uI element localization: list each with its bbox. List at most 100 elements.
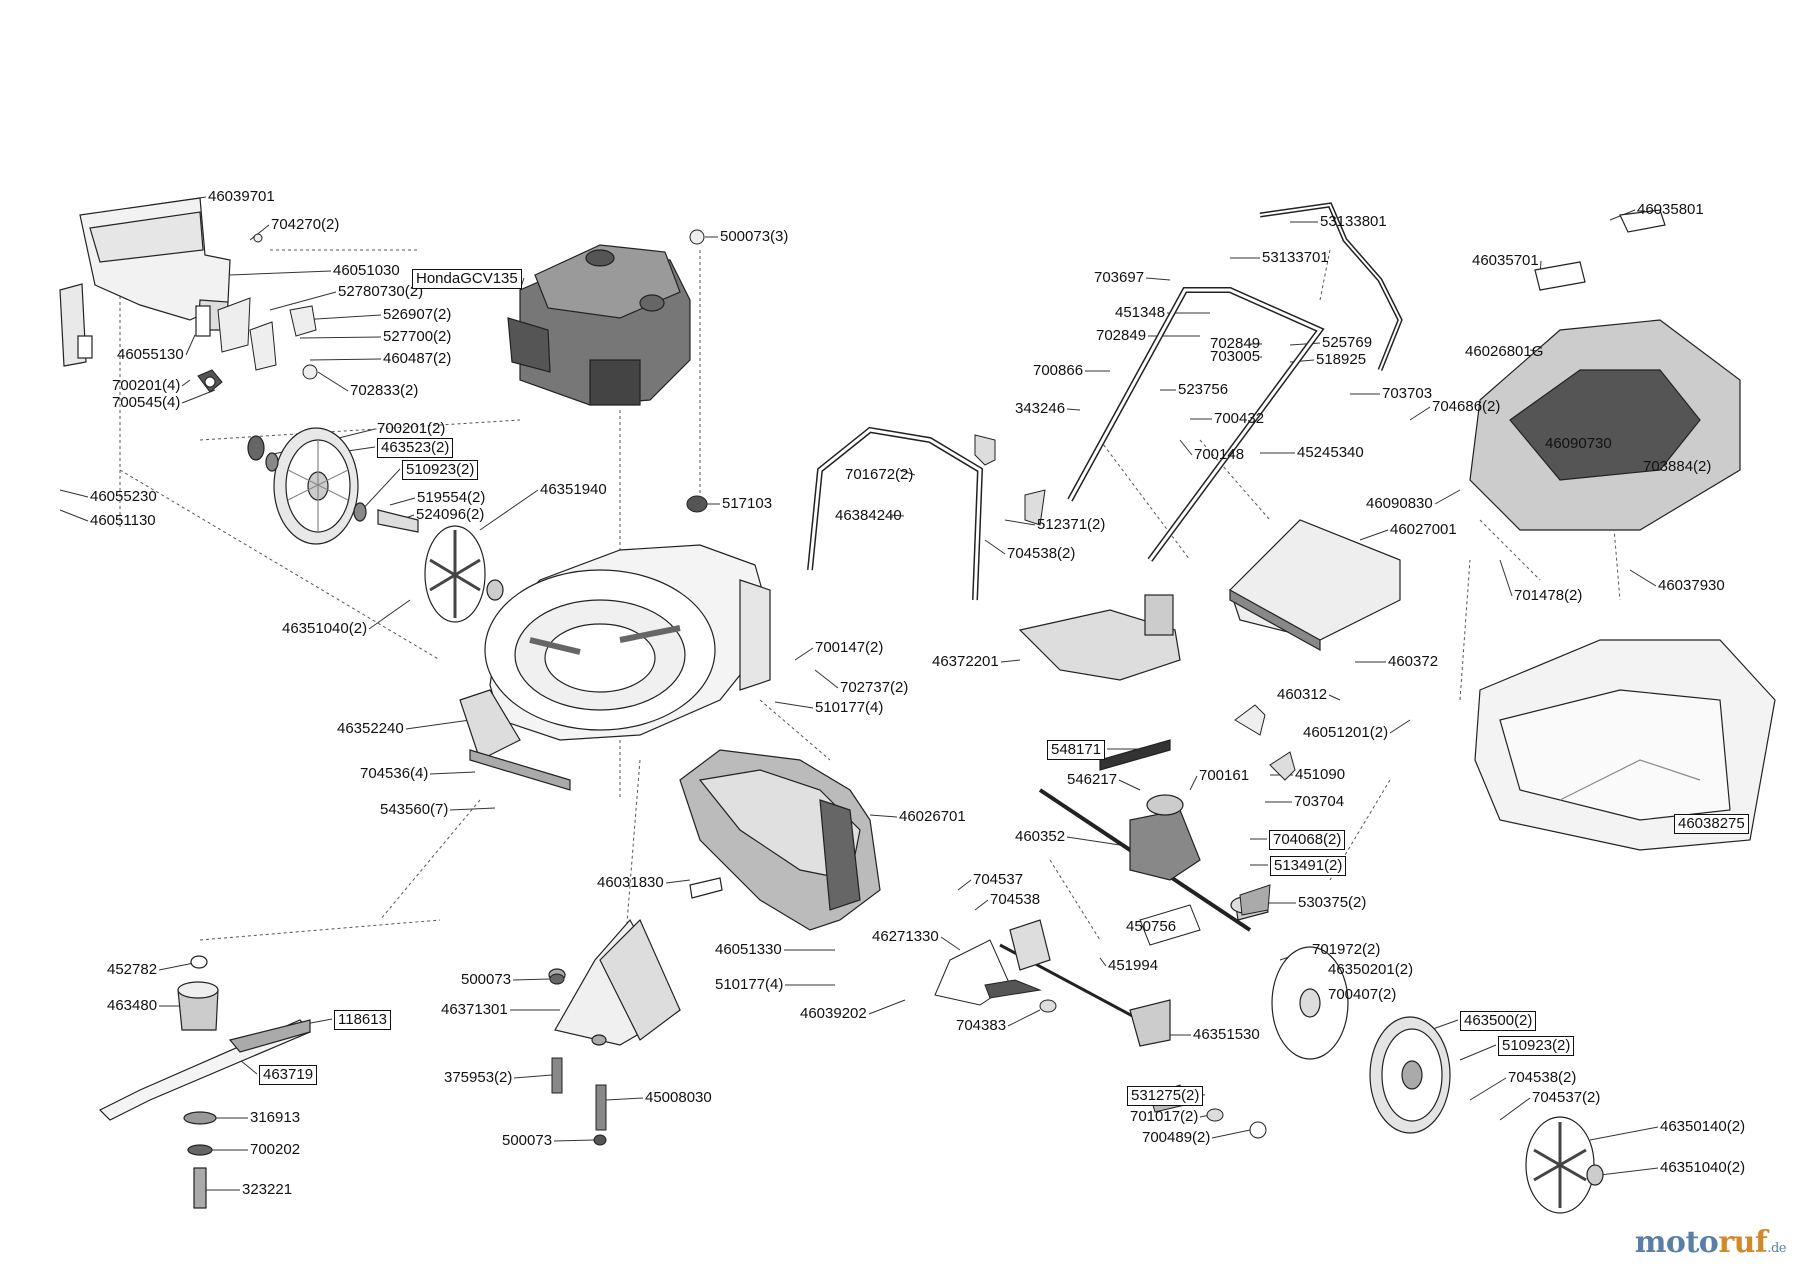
- clip-parts: [197, 233, 318, 393]
- part-label-510923-2a: 510923(2): [402, 460, 479, 480]
- part-label-46055230: 46055230: [90, 488, 157, 505]
- leader-line: [899, 469, 916, 476]
- part-label-450756: 450756: [1126, 918, 1177, 935]
- assembly-dash-line: [1099, 439, 1191, 561]
- part-label-526907-2: 526907(2): [383, 306, 452, 323]
- part-label-700202: 700202: [250, 1141, 301, 1158]
- assembly-dash-line: [1459, 559, 1471, 701]
- part-label-46035801: 46035801: [1637, 201, 1704, 218]
- leader-line: [1434, 489, 1461, 505]
- part-label-46271330: 46271330: [872, 928, 939, 945]
- part-label-510177-4b: 510177(4): [715, 976, 784, 993]
- part-label-700407-2: 700407(2): [1328, 986, 1397, 1003]
- part-label-517103: 517103: [722, 495, 773, 512]
- part-label-519554-2: 519554(2): [417, 489, 486, 506]
- part-label-452782: 452782: [107, 961, 158, 978]
- part-label-46351940: 46351940: [540, 481, 607, 498]
- leader-line: [1599, 1167, 1659, 1176]
- part-label-46055130: 46055130: [117, 346, 184, 363]
- grass-catcher-part: [1469, 209, 1776, 851]
- part-label-512371-2: 512371(2): [1037, 516, 1106, 533]
- leader-line: [974, 899, 989, 911]
- left-hubcap-part: [377, 509, 504, 623]
- part-label-510923-2b: 510923(2): [1498, 1036, 1575, 1056]
- part-label-46351040-2a: 46351040(2): [282, 620, 368, 637]
- part-label-46351040-2b: 46351040(2): [1660, 1159, 1746, 1176]
- leader-line: [984, 539, 1006, 555]
- leader-line: [1211, 1129, 1251, 1139]
- blade-assembly-part: [98, 955, 311, 1209]
- part-label-46351530: 46351530: [1193, 1026, 1260, 1043]
- part-label-46350140-2: 46350140(2): [1660, 1118, 1746, 1135]
- part-label-46051201-2: 46051201(2): [1303, 724, 1389, 741]
- leader-line: [1000, 659, 1021, 663]
- part-label-704068-2: 704068(2): [1269, 830, 1346, 850]
- part-label-451348: 451348: [1115, 304, 1166, 321]
- part-label-46384240: 46384240: [835, 507, 902, 524]
- leader-line: [665, 879, 691, 884]
- part-label-704686-2: 704686(2): [1432, 398, 1501, 415]
- part-label-118613: 118613: [334, 1010, 391, 1030]
- leader-line: [957, 879, 972, 891]
- leader-line: [1359, 529, 1389, 541]
- part-label-700161: 700161: [1199, 767, 1250, 784]
- leader-line: [1429, 1019, 1459, 1031]
- leader-line: [239, 1059, 258, 1075]
- part-label-500073a: 500073: [461, 971, 512, 988]
- part-label-45008030: 45008030: [645, 1089, 712, 1106]
- part-label-451090: 451090: [1295, 766, 1346, 783]
- leader-line: [774, 701, 814, 709]
- assembly-dash-line: [379, 799, 481, 921]
- upper-handle-part: [807, 426, 984, 601]
- leader-line: [181, 379, 191, 387]
- leader-line: [1629, 569, 1657, 587]
- leader-line: [1459, 1044, 1497, 1061]
- leader-line: [1499, 1097, 1531, 1121]
- leader-line: [299, 336, 382, 339]
- leader-line: [1179, 439, 1193, 456]
- part-label-375953-2: 375953(2): [444, 1069, 513, 1086]
- part-label-531275-2: 531275(2): [1127, 1086, 1204, 1106]
- part-label-700148: 700148: [1194, 446, 1245, 463]
- part-label-46027001: 46027001: [1390, 521, 1457, 538]
- part-label-701478-2: 701478(2): [1514, 587, 1583, 604]
- part-label-46035701: 46035701: [1472, 252, 1539, 269]
- leader-line: [940, 936, 961, 951]
- part-label-700545-4: 700545(4): [112, 394, 181, 411]
- leader-line: [405, 719, 471, 730]
- part-label-46090830: 46090830: [1366, 495, 1433, 512]
- leader-line: [1499, 559, 1513, 597]
- part-label-46372201: 46372201: [932, 653, 999, 670]
- leader-line: [479, 489, 539, 531]
- assembly-dash-line: [199, 419, 521, 441]
- part-label-46371301: 46371301: [441, 1001, 508, 1018]
- lower-handle-part: [1067, 202, 1403, 562]
- part-label-704538-2b: 704538(2): [1508, 1069, 1577, 1086]
- mower-deck-part: [459, 544, 771, 791]
- leader-line: [1389, 719, 1411, 734]
- part-label-323221: 323221: [242, 1181, 293, 1198]
- leader-line: [1409, 406, 1431, 421]
- pulley-517103: [686, 495, 708, 513]
- rear-cover-part: [1018, 519, 1401, 681]
- part-label-704538: 704538: [990, 891, 1041, 908]
- part-label-700866: 700866: [1033, 362, 1084, 379]
- leader-line: [1066, 836, 1121, 846]
- part-label-704536-4: 704536(4): [360, 765, 429, 782]
- part-label-463719: 463719: [259, 1065, 318, 1085]
- leader-line: [368, 599, 411, 630]
- leader-line: [185, 334, 196, 356]
- leader-line: [605, 1097, 644, 1101]
- springs-bottom: [549, 973, 607, 1146]
- part-label-702849b: 702849: [1210, 335, 1261, 352]
- part-label-316913: 316913: [250, 1109, 301, 1126]
- leader-line: [249, 224, 270, 241]
- nut-500073-3: [689, 229, 705, 245]
- leader-line: [1289, 342, 1321, 346]
- assembly-dash-lines: [119, 249, 1621, 1011]
- part-label-53133801: 53133801: [1320, 213, 1387, 230]
- part-label-46026701: 46026701: [899, 808, 966, 825]
- leader-line: [814, 669, 839, 689]
- part-label-46352240: 46352240: [337, 720, 404, 737]
